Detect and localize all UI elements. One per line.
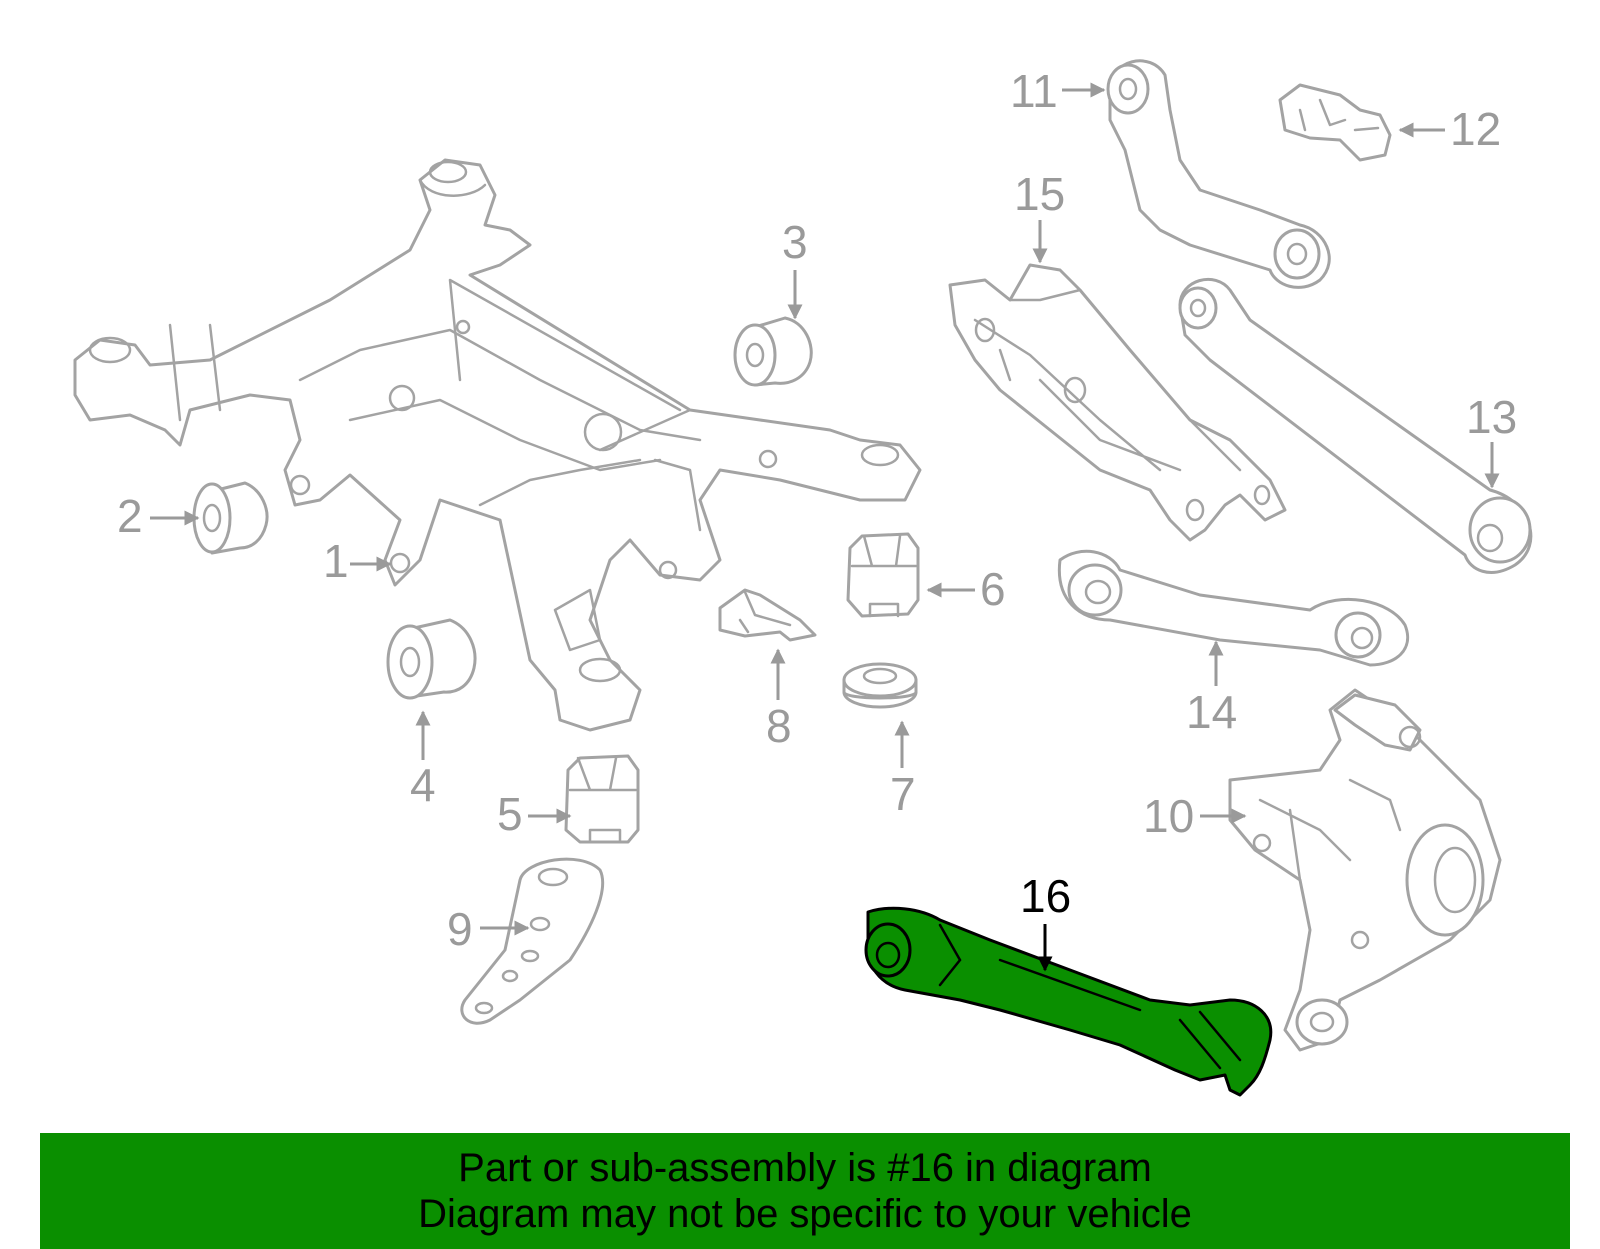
part-13-link[interactable] [1178, 277, 1533, 574]
part-16-link-highlighted[interactable] [864, 906, 1273, 1097]
part-10-knuckle[interactable] [1228, 688, 1502, 1052]
part-11-upper-arm[interactable] [1106, 59, 1331, 289]
callout-10: 10 [1143, 790, 1247, 842]
callout-16: 16 [1020, 870, 1071, 972]
callout-12: 12 [1398, 103, 1501, 155]
svg-text:6: 6 [980, 563, 1006, 615]
banner-line-2: Diagram may not be specific to your vehi… [418, 1192, 1192, 1236]
callout-15: 15 [1014, 168, 1065, 264]
info-banner: Part or sub-assembly is #16 in diagram D… [40, 1133, 1570, 1249]
part-12-bracket[interactable] [1278, 83, 1392, 162]
callout-1: 1 [323, 535, 392, 587]
svg-text:11: 11 [1010, 65, 1058, 117]
svg-text:15: 15 [1014, 168, 1065, 220]
svg-text:14: 14 [1186, 686, 1237, 738]
part-1-subframe[interactable] [73, 158, 922, 732]
callout-9: 9 [447, 903, 530, 955]
part-9-bracket[interactable] [460, 857, 605, 1025]
svg-text:2: 2 [117, 490, 143, 542]
part-8-bracket[interactable] [718, 588, 817, 642]
svg-text:12: 12 [1450, 103, 1501, 155]
callout-11: 11 [1010, 65, 1106, 117]
banner-line-1: Part or sub-assembly is #16 in diagram [458, 1146, 1152, 1190]
callout-2: 2 [117, 490, 200, 542]
svg-text:5: 5 [497, 788, 523, 840]
svg-text:1: 1 [323, 535, 349, 587]
part-2-bushing[interactable] [192, 481, 269, 555]
svg-text:8: 8 [766, 700, 792, 752]
part-15-control-arm[interactable] [948, 263, 1287, 542]
part-4-bushing[interactable] [386, 618, 477, 700]
part-5-mount[interactable] [564, 754, 640, 844]
svg-text:3: 3 [782, 216, 808, 268]
callout-7: 7 [890, 720, 916, 820]
callout-6: 6 [926, 563, 1006, 615]
part-7-pad[interactable] [842, 662, 918, 709]
callout-5: 5 [497, 788, 572, 840]
svg-text:7: 7 [890, 768, 916, 820]
part-6-mount[interactable] [846, 532, 920, 618]
part-3-bushing[interactable] [733, 316, 813, 387]
svg-text:4: 4 [410, 759, 436, 811]
callout-13: 13 [1466, 391, 1517, 489]
svg-text:13: 13 [1466, 391, 1517, 443]
callout-4: 4 [410, 710, 436, 811]
svg-text:9: 9 [447, 903, 473, 955]
part-14-link[interactable] [1057, 549, 1409, 667]
callout-14: 14 [1186, 640, 1237, 738]
callout-8: 8 [766, 648, 792, 752]
svg-text:16: 16 [1020, 870, 1071, 922]
svg-text:10: 10 [1143, 790, 1194, 842]
callout-3: 3 [782, 216, 808, 320]
